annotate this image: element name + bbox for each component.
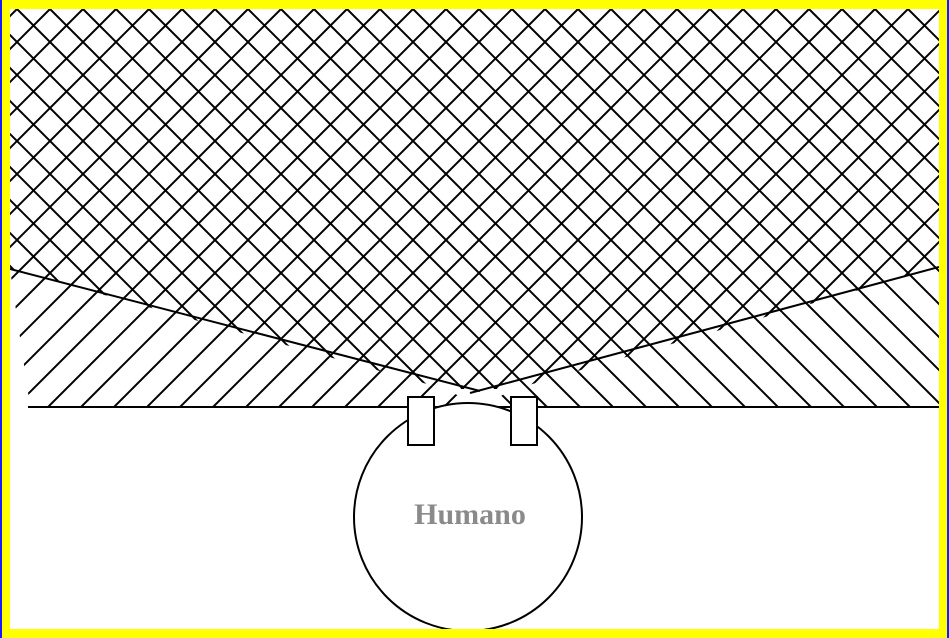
crosshatch-line [10, 9, 281, 629]
crosshatch-line [743, 9, 939, 629]
frame-edge-left [0, 0, 2, 638]
crosshatch-line [10, 9, 307, 629]
crosshatch-line [875, 9, 939, 629]
crosshatch-line [882, 9, 939, 629]
crosshatch-line [611, 9, 939, 629]
crosshatch-line [10, 9, 175, 629]
right-hatch-line [10, 9, 109, 629]
right-hatch-line [10, 9, 373, 629]
right-hatch-line [10, 9, 175, 629]
left-hatch-line [783, 9, 939, 629]
right-hatch-line [743, 9, 939, 629]
crosshatch-line [750, 9, 939, 629]
crosshatch-line [10, 9, 149, 629]
left-eye-box [408, 397, 434, 445]
crosshatch-line [783, 9, 939, 629]
crosshatch-line [10, 9, 116, 629]
visual-field-diagram: Humano [10, 9, 939, 629]
crosshatch-line [10, 9, 109, 629]
left-hatch-line [882, 9, 939, 629]
right-eye-box [511, 397, 537, 445]
crosshatch-line [10, 9, 248, 629]
crosshatch-line [10, 9, 83, 629]
crosshatch-line [849, 9, 939, 629]
right-hatch-line [644, 9, 939, 629]
left-field-boundary [10, 269, 480, 391]
right-hatch-line [10, 9, 307, 629]
crosshatch-line [644, 9, 939, 629]
left-hatch-line [849, 9, 939, 629]
crosshatch-line [10, 9, 215, 629]
right-hatch-line [809, 9, 939, 629]
left-hatch-line [618, 9, 939, 629]
right-hatch-line [875, 9, 939, 629]
left-hatch-line [651, 9, 939, 629]
left-hatch-line [10, 9, 149, 629]
crosshatch-line [10, 9, 373, 629]
right-hatch-line [611, 9, 939, 629]
left-hatch-line [750, 9, 939, 629]
left-hatch-line [10, 9, 281, 629]
crosshatch-line [842, 9, 939, 629]
left-hatch-line [10, 9, 83, 629]
head-label: Humano [414, 498, 526, 531]
crosshatch-line [618, 9, 939, 629]
right-hatch-line [842, 9, 939, 629]
left-hatch-line [10, 9, 347, 629]
crosshatch-line [809, 9, 939, 629]
crosshatch-line [10, 9, 347, 629]
right-field-boundary [470, 267, 939, 393]
diagram-canvas: Humano [10, 9, 939, 629]
left-hatch-line [10, 9, 248, 629]
crosshatch-line [651, 9, 939, 629]
left-hatch-line [10, 9, 215, 629]
left-hatch-line [10, 9, 116, 629]
